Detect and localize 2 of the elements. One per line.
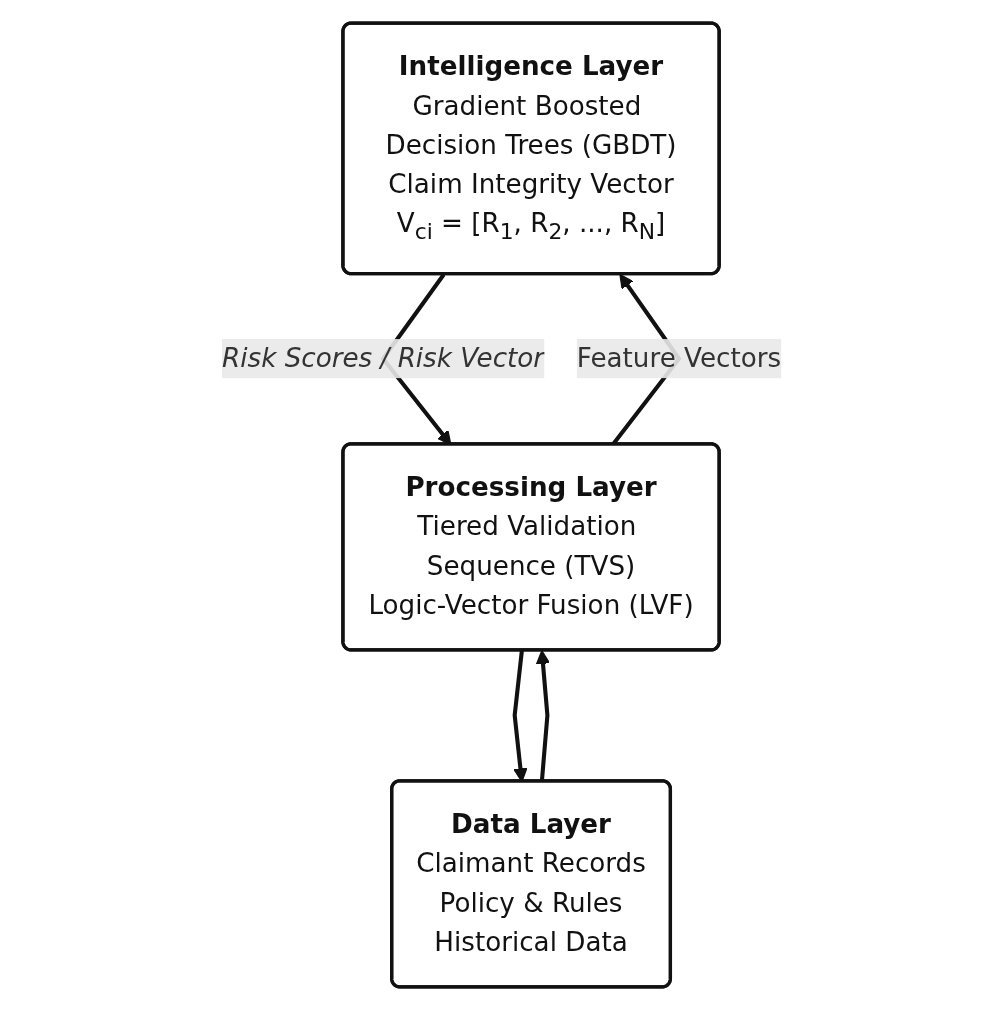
edge-label: Feature Vectors — [576, 341, 781, 373]
edge-label: Risk Scores / Risk Vector — [221, 341, 545, 373]
